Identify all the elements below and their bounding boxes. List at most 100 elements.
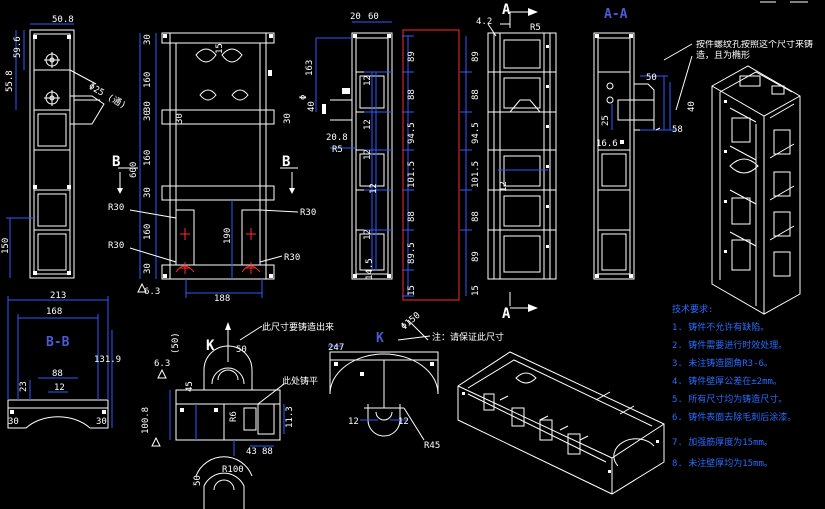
k-dim-12b: 12: [398, 417, 409, 427]
k-dim-12a: 12: [348, 417, 359, 427]
bb-dim-30b: 30: [96, 417, 107, 427]
rib-dim-3: 101.5: [471, 161, 481, 188]
side-view: 20 60 163 Φ 40 20.8 R5 12 12 12 12 12 14…: [299, 12, 393, 280]
rib-dim-4: 88: [471, 211, 481, 222]
bm-dim-50c: 50: [193, 475, 203, 486]
front-view: 30 160 30 160 30 160 30 600 15 188 190 3…: [108, 32, 316, 304]
front-dim-1: 160: [143, 72, 153, 88]
front-dim-190: 190: [223, 228, 233, 244]
rib-view: A A 4.2 R5 89 88 94.5 101.5 88 89 12 15: [460, 2, 557, 322]
side-dim-14-5: 14.5: [365, 258, 375, 280]
tech-req-item-1: 1. 铸件不允许有缺陷。: [672, 321, 769, 333]
section-mark-b-left: B: [112, 154, 120, 170]
strip-dim-4: 88: [407, 211, 417, 222]
section-b-b: B-B 213 168 131.9 88 12 23 30 30: [7, 291, 121, 429]
rib-dim-5: 89: [471, 251, 481, 262]
tech-req-heading: 技术要求:: [672, 303, 713, 315]
tech-req-item-6: 6. 铸件表面去除毛刺后涂漆。: [672, 411, 796, 423]
front-dim-6: 30: [143, 263, 153, 274]
side-dim-20-8: 20.8: [326, 133, 348, 143]
k-dim-phi150: Φ150: [400, 311, 423, 333]
bm-dim-50: 50: [236, 345, 247, 355]
front-dim-r30: 30: [283, 113, 293, 124]
tech-req-item-2: 2. 铸件需要进行时效处理。: [672, 339, 787, 351]
side-dim-phi: Φ: [299, 95, 309, 100]
front-r30-b: R30: [108, 241, 124, 251]
front-dim-15: 15: [215, 43, 225, 54]
bm-dim-11-3: 11.3: [285, 406, 295, 428]
section-b-b-title: B-B: [46, 335, 70, 350]
rib-dim-1: 88: [471, 89, 481, 100]
rib-dim-r5: R5: [530, 23, 541, 33]
front-r30-d: R30: [284, 253, 300, 263]
section-mark-a-bottom: A: [502, 306, 511, 322]
left-view: 50.8 59.6 55.8 Φ25 (通) 150: [1, 15, 128, 279]
side-dim-12d: 12: [369, 183, 379, 194]
k-note: 注：请保证此尺寸: [432, 331, 504, 343]
rib-dim-0: 89: [471, 51, 481, 62]
aa-dim-50: 50: [646, 73, 657, 83]
side-dim-20: 20: [350, 12, 361, 22]
aa-note: 按件螺纹孔按照这个尺寸来铸造，且为椭形: [696, 40, 814, 61]
strip-dim-2: 94.5: [407, 122, 417, 144]
tech-req-item-5: 5. 所有尺寸均为铸造尺寸。: [672, 393, 787, 405]
bm-dim-43: 43: [246, 447, 257, 457]
bb-dim-30a: 30: [8, 417, 19, 427]
front-dim-3: 160: [143, 150, 153, 166]
front-dim-188: 188: [214, 294, 230, 304]
side-dim-60: 60: [368, 12, 379, 22]
bm-dim-45: 45: [185, 381, 195, 392]
rib-dim-15: 15: [471, 285, 481, 296]
left-dim-a: 59.6: [13, 36, 23, 58]
bb-dim-12: 12: [54, 383, 65, 393]
front-roughness: 6.3: [144, 287, 160, 297]
front-r30-a: R30: [108, 203, 124, 213]
tech-req-item-3: 3. 未注铸造圆角R3-6。: [672, 357, 773, 369]
bm-dim-50b: (50): [171, 332, 181, 354]
front-dim-30b: 30: [175, 113, 185, 124]
section-mark-a-top: A: [502, 2, 511, 18]
bm-dim-100-8: 100.8: [141, 407, 151, 434]
bb-dim-131-9: 131.9: [94, 355, 121, 365]
front-dim-total: 600: [129, 162, 139, 178]
side-dim-12a: 12: [363, 75, 373, 86]
k-dim-r45: R45: [424, 441, 440, 451]
dimension-strip: 89 88 94.5 101.5 88 89.5 15: [402, 29, 460, 301]
front-dim-0: 30: [143, 34, 153, 45]
rib-dim-12: 12: [499, 181, 509, 192]
left-dim-b: 55.8: [5, 70, 15, 92]
tech-req-item-4: 4. 铸件壁厚公差在±2mm。: [672, 375, 782, 387]
isometric-view-vertical: [711, 65, 801, 315]
strip-dim-6: 15: [407, 285, 417, 296]
isometric-view-horizontal: [457, 351, 665, 495]
k-dim-247: 247: [328, 343, 344, 353]
side-dim-12e: 12: [363, 229, 373, 240]
front-dim-5: 160: [143, 224, 153, 240]
rib-dim-4-2: 4.2: [476, 17, 492, 27]
strip-dim-0: 89: [407, 51, 417, 62]
strip-dim-3: 101.5: [407, 161, 417, 188]
bm-roughness: 6.3: [154, 359, 170, 369]
view-k-title: K: [376, 331, 384, 346]
bm-dim-88: 88: [262, 447, 273, 457]
bb-dim-213: 213: [50, 291, 66, 301]
tech-req-item-8: 8. 未注壁厚均为15mm。: [672, 457, 773, 469]
strip-dim-5: 89.5: [407, 242, 417, 264]
aa-dim-25: 25: [601, 115, 611, 126]
bb-dim-88: 88: [52, 369, 63, 379]
side-dim-12b: 12: [363, 119, 373, 130]
front-r30-c: R30: [300, 208, 316, 218]
left-dim-width: 50.8: [52, 15, 74, 25]
view-mark-k: K: [206, 338, 215, 354]
tech-req-item-7: 7. 加强筋厚度为15mm。: [672, 436, 773, 448]
side-dim-163: 163: [305, 60, 315, 76]
section-mark-b-right: B: [282, 154, 290, 170]
aa-dim-40: 40: [687, 101, 697, 112]
strip-dim-1: 88: [407, 89, 417, 100]
side-dim-12c: 12: [363, 149, 373, 160]
left-dim-height: 150: [1, 238, 11, 254]
technical-requirements: 技术要求: 1. 铸件不允许有缺陷。 2. 铸件需要进行时效处理。 3. 未注铸…: [672, 303, 796, 469]
aa-dim-58: 58: [672, 125, 683, 135]
front-dim-30c: 30: [143, 101, 153, 112]
